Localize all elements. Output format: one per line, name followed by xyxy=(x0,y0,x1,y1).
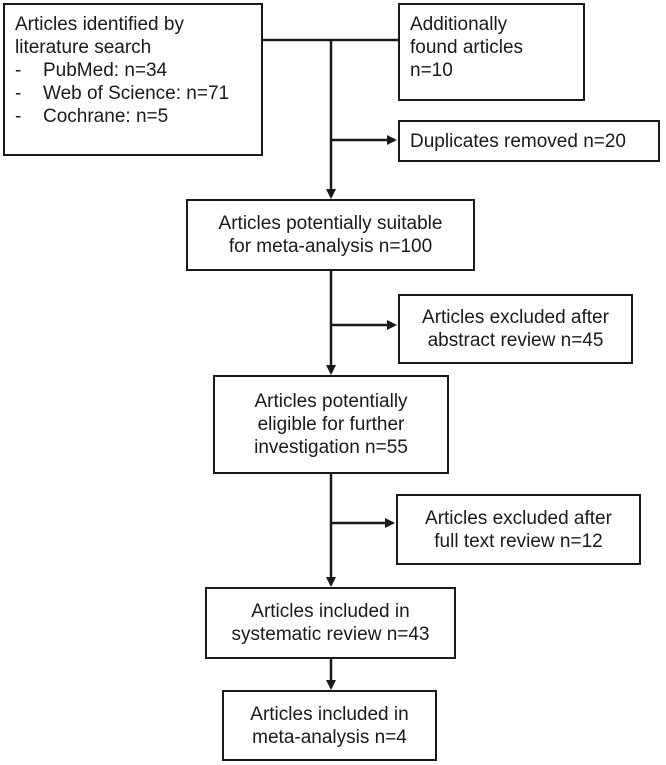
eligible-line1: Articles potentially xyxy=(254,391,408,412)
additional-line2: found articles xyxy=(410,37,524,58)
eligible-line3: investigation n=55 xyxy=(254,437,408,458)
meta-line2: meta-analysis n=4 xyxy=(252,726,407,748)
systematic-box: Articles included in systematic review n… xyxy=(205,587,456,659)
excluded-abstract-line1: Articles excluded after xyxy=(422,307,609,328)
source-list: -PubMed: n=34 -Web of Science: n=71 -Coc… xyxy=(15,59,251,128)
search-box: Articles identified by literature search… xyxy=(3,3,263,156)
source-item-wos: -Web of Science: n=71 xyxy=(15,83,230,104)
systematic-line2: systematic review n=43 xyxy=(231,624,430,645)
source-item-pubmed: -PubMed: n=34 xyxy=(15,60,168,81)
eligible-box: Articles potentially eligible for furthe… xyxy=(213,375,449,474)
excluded-fulltext-line2: full text review n=12 xyxy=(434,530,603,552)
source-item-cochrane: -Cochrane: n=5 xyxy=(15,106,169,127)
suitable-box: Articles potentially suitable for meta-a… xyxy=(186,199,475,271)
additional-box: Additionally found articles n=10 xyxy=(398,3,585,101)
search-title-line1: Articles identified by xyxy=(15,14,184,35)
additional-line3: n=10 xyxy=(410,60,453,81)
suitable-line2: for meta-analysis n=100 xyxy=(228,236,433,257)
excluded-abstract-line2: abstract review n=45 xyxy=(427,330,604,351)
duplicates-box: Duplicates removed n=20 xyxy=(398,120,660,162)
meta-line1: Articles included in xyxy=(250,703,409,725)
excluded-abstract-box: Articles excluded after abstract review … xyxy=(398,294,633,364)
additional-line1: Additionally xyxy=(410,14,508,35)
excluded-fulltext-line1: Articles excluded after xyxy=(425,507,612,529)
search-title-line2: literature search xyxy=(15,37,152,58)
meta-box: Articles included in meta-analysis n=4 xyxy=(222,690,437,761)
systematic-line1: Articles included in xyxy=(251,601,410,622)
eligible-line2: eligible for further xyxy=(257,414,405,435)
excluded-fulltext-box: Articles excluded after full text review… xyxy=(396,494,641,565)
suitable-line1: Articles potentially suitable xyxy=(218,213,443,234)
duplicates-label: Duplicates removed n=20 xyxy=(410,130,626,152)
